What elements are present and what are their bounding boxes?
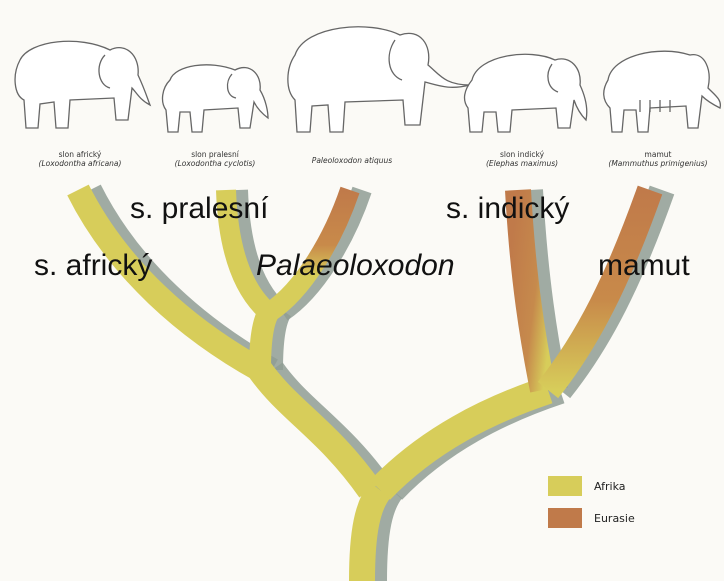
- caption-common: mamut: [598, 150, 718, 159]
- caption-scientific: (Elephas maximus): [462, 159, 582, 168]
- label-pralesni: s. pralesní: [130, 192, 268, 226]
- legend-label-eurasie: Eurasie: [594, 512, 635, 525]
- label-indicky: s. indický: [446, 192, 569, 226]
- legend-item-afrika: Afrika: [548, 476, 626, 496]
- branch-right-stem: [380, 390, 548, 490]
- caption-forest-elephant: slon pralesní (Loxodontha cyclotis): [155, 150, 275, 168]
- african-elephant-icon: [15, 41, 150, 128]
- asian-elephant-icon: [465, 54, 587, 132]
- branch-left-stem: [260, 370, 370, 490]
- label-africky: s. africký: [34, 249, 152, 283]
- mammoth-icon: [604, 51, 721, 132]
- caption-scientific: (Loxodontha africana): [20, 159, 140, 168]
- caption-palaeoloxodon: Paleoloxodon atiquus: [292, 156, 412, 165]
- caption-scientific: (Mammuthus primigenius): [598, 159, 718, 168]
- caption-common: slon pralesní: [155, 150, 275, 159]
- legend-swatch-afrika: [548, 476, 582, 496]
- caption-african-elephant: slon africký (Loxodontha africana): [20, 150, 140, 168]
- caption-common: slon africký: [20, 150, 140, 159]
- caption-scientific: Paleoloxodon atiquus: [292, 156, 412, 165]
- caption-scientific: (Loxodontha cyclotis): [155, 159, 275, 168]
- caption-asian-elephant: slon indický (Elephas maximus): [462, 150, 582, 168]
- legend-label-afrika: Afrika: [594, 480, 626, 493]
- caption-mammoth: mamut (Mammuthus primigenius): [598, 150, 718, 168]
- legend-item-eurasie: Eurasie: [548, 508, 635, 528]
- legend-swatch-eurasie: [548, 508, 582, 528]
- forest-elephant-icon: [163, 65, 268, 132]
- palaeoloxodon-icon: [288, 27, 470, 132]
- elephant-drawings: [15, 27, 720, 132]
- caption-common: slon indický: [462, 150, 582, 159]
- label-palaeoloxodon: Palaeoloxodon: [256, 249, 455, 283]
- label-mamut: mamut: [598, 249, 690, 283]
